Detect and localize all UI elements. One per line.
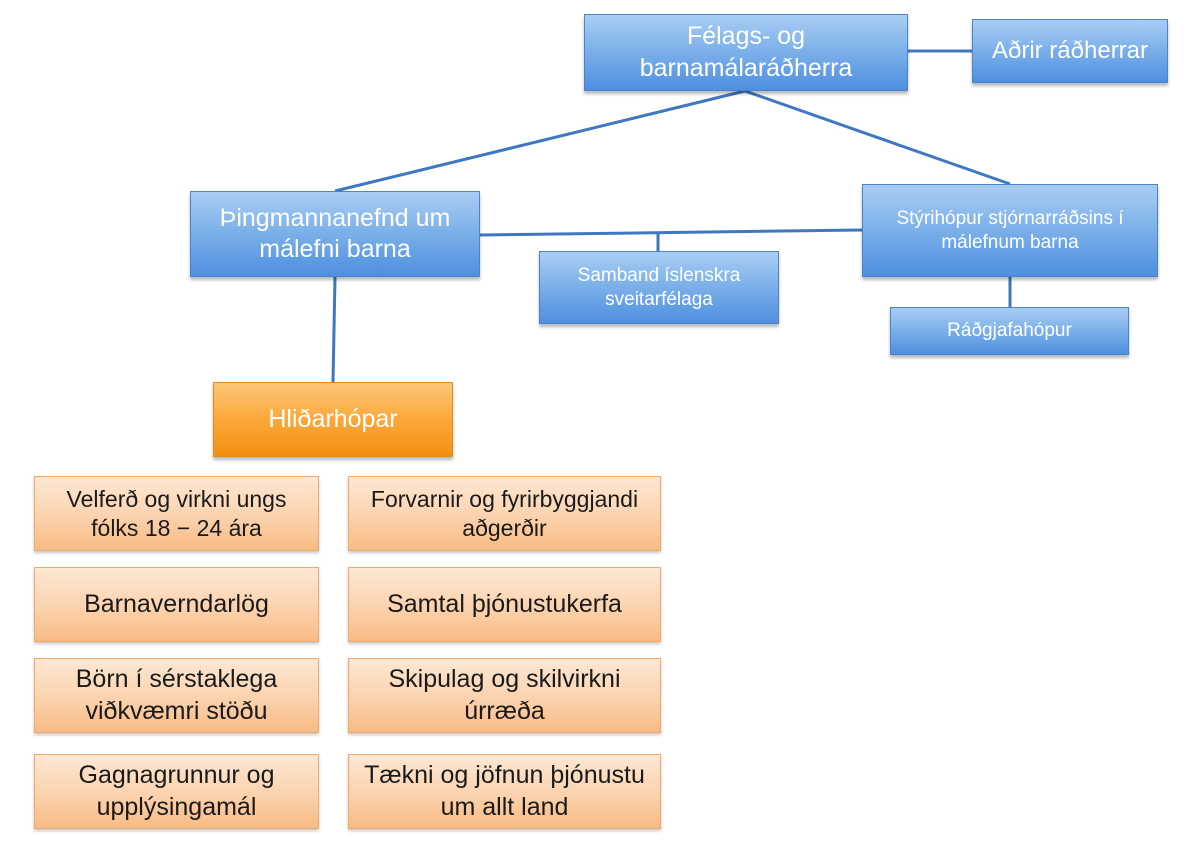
node-advisory-group: Ráðgjafahópur: [890, 307, 1129, 355]
node-minister: Félags- og barnamálaráðherra: [584, 14, 908, 91]
side-group-item-label: Skipulag og skilvirkni úrræða: [388, 665, 621, 725]
node-parliament-committee-label: Þingmannanefnd um málefni barna: [219, 203, 451, 263]
side-group-item: Skipulag og skilvirkni úrræða: [348, 658, 661, 733]
side-group-item: Barnaverndarlög: [34, 567, 319, 642]
node-side-groups: Hliðarhópar: [213, 382, 453, 457]
node-other-ministers: Aðrir ráðherrar: [972, 19, 1168, 83]
side-group-item-label: Samtal þjónustukerfa: [387, 589, 622, 618]
side-group-item: Forvarnir og fyrirbyggjandi aðgerðir: [348, 476, 661, 551]
side-group-item: Samtal þjónustukerfa: [348, 567, 661, 642]
node-other-ministers-label: Aðrir ráðherrar: [991, 37, 1149, 64]
node-advisory-group-label: Ráðgjafahópur: [947, 320, 1072, 342]
node-steering-group-label: Stýrihópur stjórnarráðsins í málefnum ba…: [896, 207, 1124, 253]
side-group-item: Tækni og jöfnun þjónustu um allt land: [348, 754, 661, 829]
side-group-item: Velferð og virkni ungs fólks 18 − 24 ára: [34, 476, 319, 551]
side-group-item-label: Barnaverndarlög: [84, 589, 269, 618]
node-side-groups-label: Hliðarhópar: [268, 404, 398, 433]
connector-minister-steering: [744, 89, 1011, 186]
node-local-authorities-label: Samband íslenskra sveitarfélaga: [577, 264, 741, 310]
side-group-item-label: Forvarnir og fyrirbyggjandi aðgerðir: [370, 485, 639, 541]
side-group-item-label: Gagnagrunnur og upplýsingamál: [78, 761, 275, 821]
side-group-item-label: Tækni og jöfnun þjónustu um allt land: [364, 761, 645, 821]
connector-committee-sidegroups: [331, 276, 337, 383]
node-minister-label: Félags- og barnamálaráðherra: [639, 22, 853, 82]
node-steering-group: Stýrihópur stjórnarráðsins í málefnum ba…: [862, 184, 1158, 277]
side-group-item-label: Börn í sérstaklega viðkvæmri stöðu: [75, 665, 278, 725]
connector-minister-committee: [334, 89, 746, 193]
connector-committee-steering: [479, 228, 863, 237]
side-group-item-label: Velferð og virkni ungs fólks 18 − 24 ára: [66, 485, 287, 541]
side-group-item: Gagnagrunnur og upplýsingamál: [34, 754, 319, 829]
side-group-item: Börn í sérstaklega viðkvæmri stöðu: [34, 658, 319, 733]
node-local-authorities: Samband íslenskra sveitarfélaga: [539, 251, 779, 324]
node-parliament-committee: Þingmannanefnd um málefni barna: [190, 191, 480, 277]
